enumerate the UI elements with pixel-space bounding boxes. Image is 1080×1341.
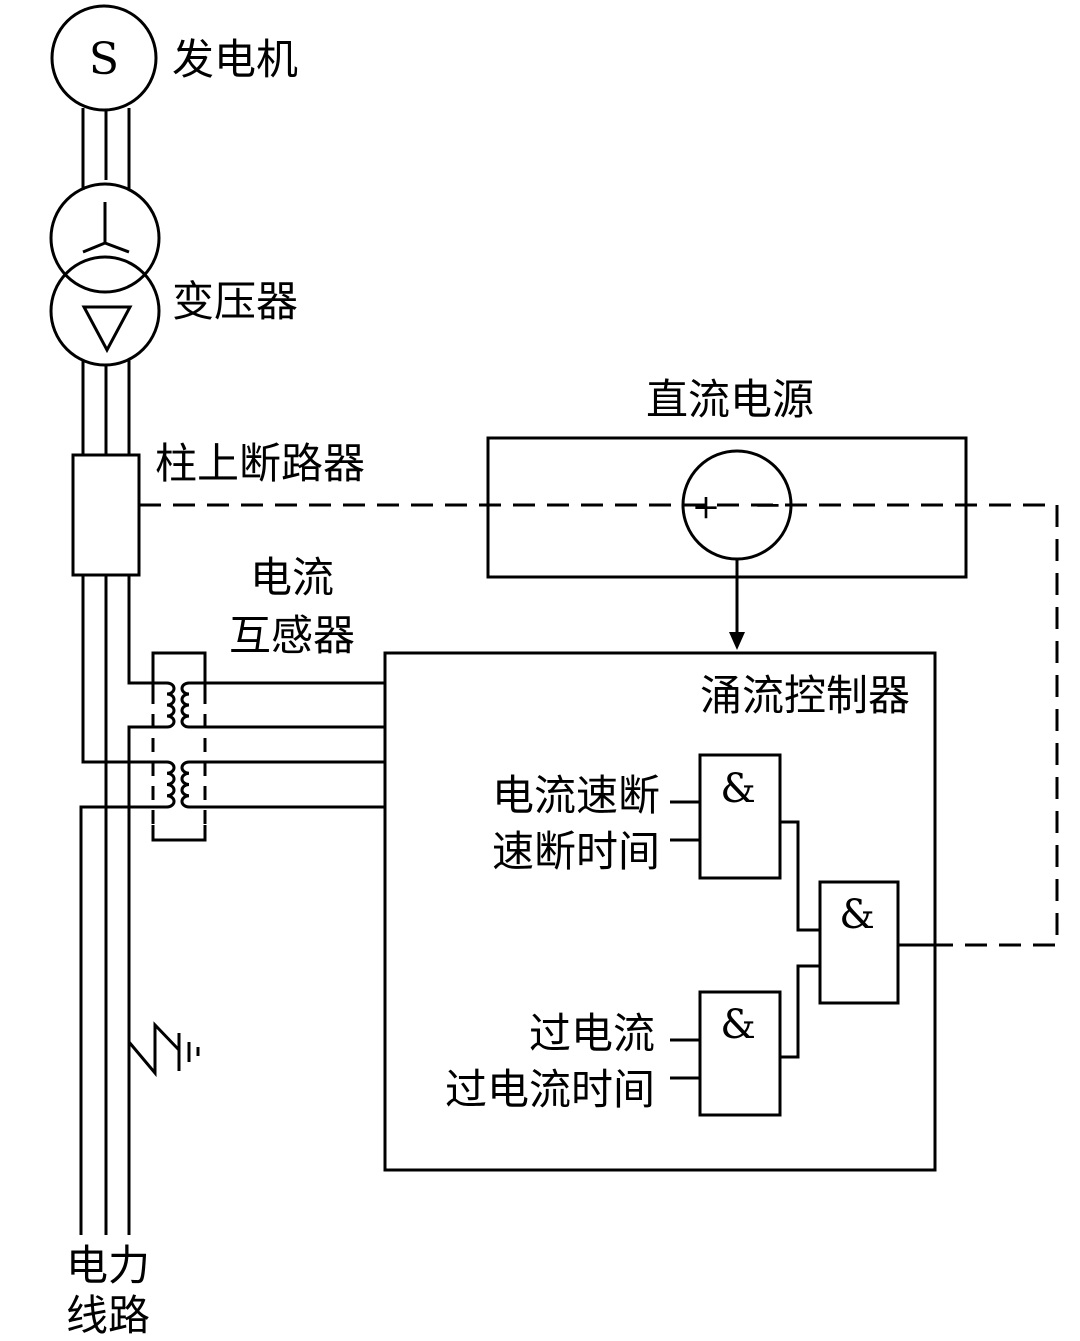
ct-label-line2: 互感器 [229,611,355,660]
breaker-label: 柱上断路器 [155,439,365,488]
and-gate-2-symbol: & [839,892,875,938]
controller-box [383,651,937,1172]
plus-sign: + [692,487,721,527]
and-gate-3-symbol: & [720,1002,756,1048]
transformer-breaker-conductors [81,360,131,455]
generator-label: 发电机 [172,35,298,84]
pole-breaker [71,453,141,577]
power-line-label-2: 线路 [66,1291,150,1340]
generator: S 发电机 [50,4,298,112]
current-transformer: 电流 互感器 [151,553,385,842]
controller-label: 涌流控制器 [700,671,910,720]
and-gate-1-symbol: & [720,766,756,812]
transformer-label: 变压器 [172,277,298,326]
power-line-conductors [79,575,155,1235]
transformer-wye-winding [49,182,161,294]
dc-source-box [486,436,968,579]
input-instant-trip: 电流速断 [492,771,660,820]
generator-circle [50,4,158,112]
wye-icon [82,202,107,254]
ct-secondary-coil-1 [180,681,190,729]
ct-label-line1: 电流 [250,553,334,602]
input-overcurrent-time: 过电流时间 [445,1065,655,1114]
ground-fault-icon [127,1021,200,1078]
transformer: 变压器 [49,182,298,367]
dc-source: 直流电源 + − [486,375,968,650]
power-line-label-1: 电力 [66,1241,150,1290]
input-instant-trip-time: 速断时间 [492,827,660,876]
input-overcurrent: 过电流 [529,1009,655,1058]
trip-signal-line [139,503,1059,947]
ct-secondary-coil-2 [180,760,190,809]
and-gate-1 [698,753,782,880]
delta-icon [81,305,133,354]
and-gate-2 [818,880,900,1005]
ct-primary-coil-2 [166,760,176,809]
inrush-controller: 涌流控制器 & & & 电流速断 速断时间 过电流 过电流时间 [383,651,937,1172]
arrow-down-icon [729,632,745,650]
generator-symbol: S [89,34,119,85]
dc-source-label: 直流电源 [646,375,814,424]
gen-transformer-conductors [81,108,131,190]
and-gate-3 [698,990,782,1117]
ct-primary-coil-1 [166,681,176,729]
